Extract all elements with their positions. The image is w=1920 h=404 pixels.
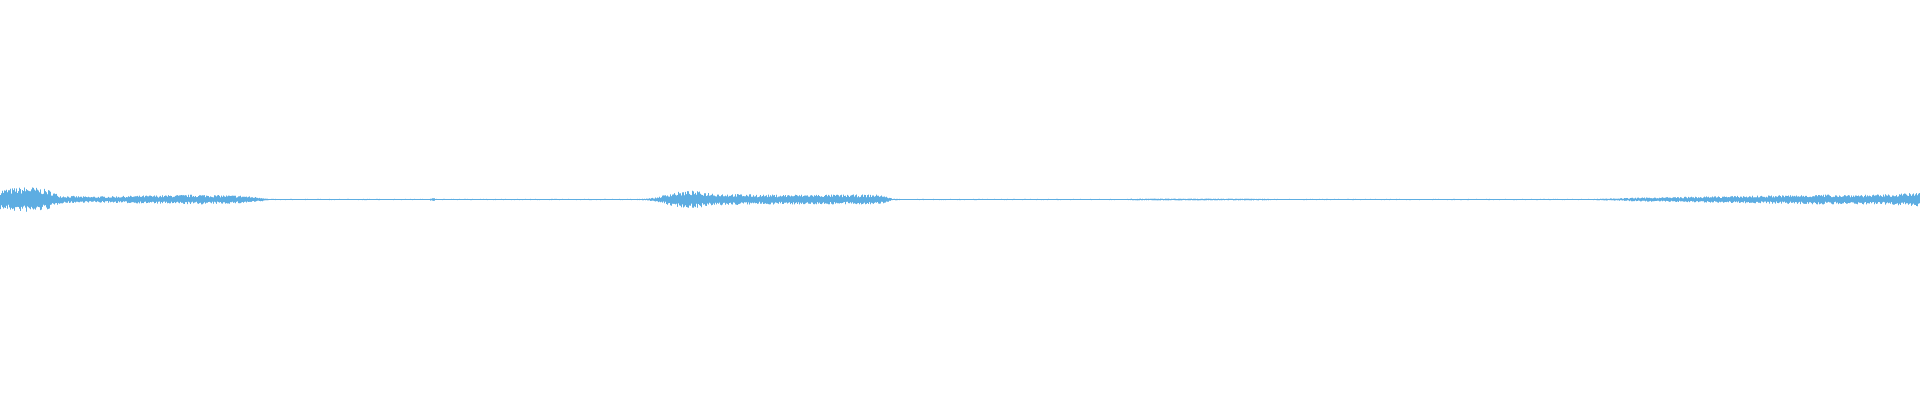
waveform	[0, 187, 1920, 212]
